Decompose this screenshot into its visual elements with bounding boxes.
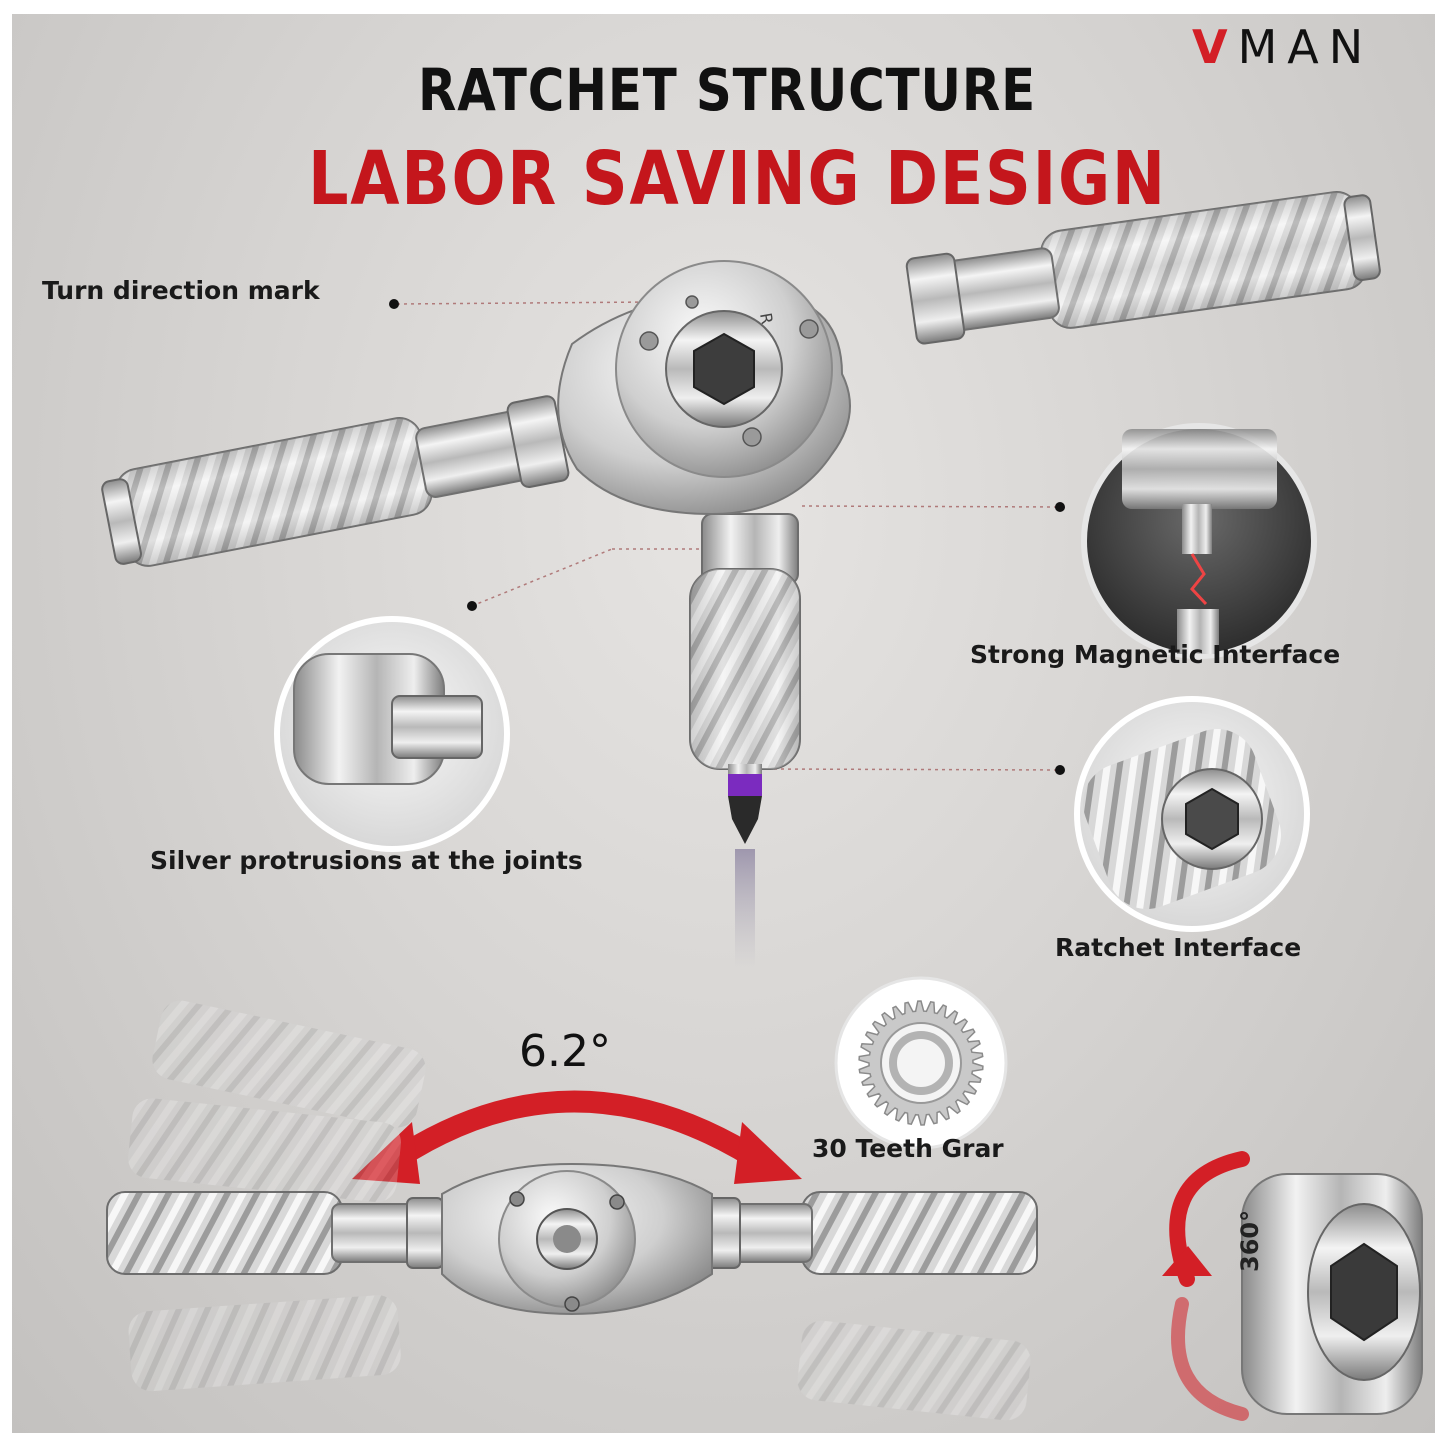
label-magnetic-interface: Strong Magnetic Interface [970, 640, 1341, 669]
headline-secondary: LABOR SAVING DESIGN [308, 136, 1167, 222]
brand-logo: VMAN [1192, 20, 1373, 74]
hub-engraving: R [756, 311, 777, 325]
gear-icon [858, 1000, 984, 1126]
label-teeth-gear: 30 Teeth Grar [812, 1134, 1004, 1163]
rotation-angle-label: 360° [1236, 1209, 1264, 1272]
headline-primary: RATCHET STRUCTURE [418, 56, 1037, 124]
brand-name: MAN [1237, 20, 1374, 74]
product-infographic: R VMAN RATCHET STRUCTURE [12, 14, 1435, 1433]
label-silver-protrusions: Silver protrusions at the joints [150, 846, 583, 875]
label-ratchet-interface: Ratchet Interface [1055, 933, 1302, 962]
swing-angle-label: 6.2° [519, 1026, 611, 1077]
brand-mark: V [1192, 20, 1238, 74]
product-illustration: R [101, 190, 1423, 1421]
label-turn-direction: Turn direction mark [42, 276, 320, 305]
